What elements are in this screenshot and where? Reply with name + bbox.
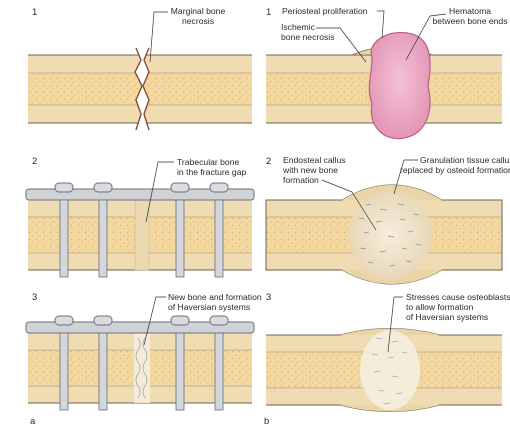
ischemic-label-2: bone necrosis [281,32,335,42]
screw-shaft [176,200,184,277]
panel-a-step-2: 2 Trab [26,156,254,277]
screw-shaft [215,333,223,410]
granulation-label: Granulation tissue callus, [420,155,510,165]
panel-letter-b: b [264,416,269,427]
screw-head [94,183,112,192]
screw-head [55,183,73,192]
marginal-necrosis-label-2: necrosis [182,16,214,26]
ischemic-label: Ischemic [281,22,316,32]
trabecular-bone-label: Trabecular bone [177,157,239,167]
screw-shaft [99,333,107,410]
screw-shaft [176,333,184,410]
step-number: 3 [266,292,271,303]
marginal-necrosis-label: Marginal bone [171,6,226,16]
panel-letter-a: a [30,416,36,427]
granulation-label-2: replaced by osteoid formation [400,165,510,175]
haversian-new-bone [134,333,150,403]
endosteal-label: Endosteal callus [283,155,346,165]
screw-head [210,316,228,325]
hematoma-label-2: between bone ends [432,16,507,26]
panel-a-step-3: 3 [26,292,262,410]
screw-shaft [99,200,107,277]
step-number: 2 [32,156,37,167]
screw-shaft [215,200,223,277]
haversian-region [360,330,420,410]
screw-shaft [60,200,68,277]
stresses-label-2: to allow formation [406,302,474,312]
panel-a-step-1: 1 Marginal bone necrosis [28,6,252,130]
step-number: 2 [266,156,271,167]
panel-a: 1 Marginal bone necrosis 2 [26,6,262,427]
screw-shaft [60,333,68,410]
periosteal-label: Periosteal proliferation [282,6,368,16]
stresses-label: Stresses cause osteoblasts [406,292,510,302]
panel-b: 1 Periosteal proliferation Ischemic bone… [264,6,510,427]
screw-head [94,316,112,325]
panel-b-step-3: 3 Stresses cause osteoblasts to a [266,292,510,412]
endosteal-label-3: formation [283,175,319,185]
panel-b-step-1: 1 Periosteal proliferation Ischemic bone… [266,6,508,139]
endosteal-label-2: with new bone [282,165,338,175]
trabecular-bone-label-2: in the fracture gap [177,167,246,177]
stresses-label-3: of Haversian systems [406,312,488,322]
hematoma-label: Hematoma [449,6,491,16]
screw-head [171,183,189,192]
screw-head [171,316,189,325]
screw-head [210,183,228,192]
new-bone-label-2: of Haversian systems [168,302,250,312]
step-number: 1 [266,7,271,18]
step-number: 3 [32,292,37,303]
new-bone-label: New bone and formation [168,292,262,302]
screw-head [55,316,73,325]
step-number: 1 [32,7,37,18]
trabecular-bone-gap [135,200,149,270]
hematoma [369,32,430,138]
panel-b-step-2: 2 Endosteal callus with new bone [266,155,510,284]
